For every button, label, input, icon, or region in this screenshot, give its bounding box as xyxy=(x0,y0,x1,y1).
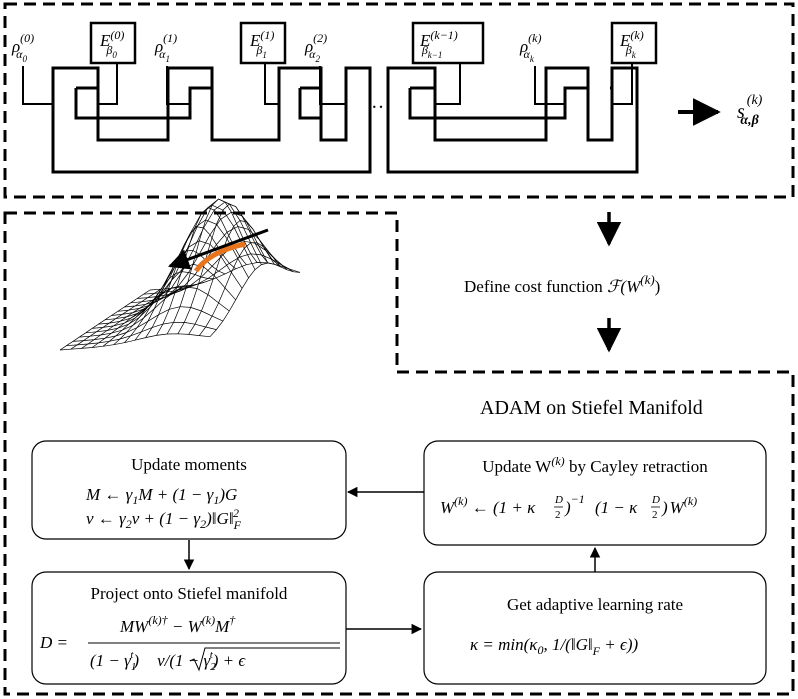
tensor-network-right xyxy=(386,62,639,174)
define-cost-label: Define cost function ℱ(W(k)) xyxy=(464,272,660,296)
tensor-network-frame xyxy=(3,2,795,199)
project-title: Project onto Stiefel manifold xyxy=(91,584,288,603)
project-numerator: MW(k)† − W(k)M† xyxy=(119,613,236,636)
e-box-0 xyxy=(89,21,137,65)
e-label-k-1: E(k−1)βk−1 xyxy=(419,28,458,60)
project-denominator: (1 − γ1t)v/(1 − γ2t) + ϵ xyxy=(90,649,246,673)
orange-path xyxy=(193,241,246,273)
surface-gridline xyxy=(166,198,258,335)
moment-eq-2: v ← γ2v + (1 − γ2)‖G‖F2 xyxy=(86,506,242,532)
rho-label-k: ρ(k)αk xyxy=(519,31,542,64)
ellipsis: … xyxy=(371,91,391,113)
adam-title: ADAM on Stiefel Manifold xyxy=(480,397,703,419)
cayley-title: Update W(k) by Cayley retraction xyxy=(482,454,708,476)
manifold-surface-icon xyxy=(59,198,301,351)
surface-gridline xyxy=(79,286,230,338)
e-label-1: E(1)β1 xyxy=(249,28,274,60)
cayley-close1: )−1 xyxy=(564,492,585,517)
surface-gridline xyxy=(199,242,290,336)
rho-label-0: ρ(0)α0 xyxy=(11,31,34,64)
update-moments-box xyxy=(31,440,347,540)
e-label-0: E(0)β0 xyxy=(99,28,124,60)
adam-section-frame xyxy=(3,211,795,696)
surface-gridline xyxy=(209,262,301,337)
surface-gridline xyxy=(137,240,288,299)
tensor-network-left xyxy=(22,62,372,174)
surface-gridline xyxy=(124,211,275,308)
adaptive-eq: κ = min(κ0, 1/(‖G‖F + ϵ)) xyxy=(470,635,638,658)
surface-gridline xyxy=(177,203,269,334)
update-moments-title: Update moments xyxy=(131,455,247,474)
cayley-eq: W(k) ← (1 + κ xyxy=(440,494,536,517)
surface-gridline xyxy=(72,306,224,342)
e-box-1 xyxy=(239,21,287,65)
cayley-box xyxy=(423,440,767,546)
e-box-k xyxy=(610,21,658,65)
sqrt-symbol xyxy=(189,647,340,672)
surface-gridline xyxy=(59,289,151,351)
surface-gridline xyxy=(156,207,247,336)
rho-label-2: ρ(2)α2 xyxy=(304,31,327,64)
e-label-k: E(k)βk xyxy=(619,28,644,60)
project-box xyxy=(31,571,347,685)
moment-eq-1: M ← γ1M + (1 − γ1)G xyxy=(85,485,237,507)
output-label: s(k)α,β xyxy=(737,93,763,128)
adaptive-title: Get adaptive learning rate xyxy=(507,595,683,614)
tangent-arrow-icon xyxy=(168,228,269,270)
cayley-frac1: D xyxy=(554,494,563,506)
e-box-k-1 xyxy=(411,21,485,65)
cayley-open2: (1 − κ xyxy=(595,498,638,517)
cayley-frac2: D xyxy=(651,494,660,506)
cayley-frac1-den: 2 xyxy=(555,509,561,521)
adaptive-box xyxy=(423,571,767,685)
rho-label-1: ρ(1)α1 xyxy=(154,31,177,64)
surface-gridline xyxy=(149,262,301,291)
project-lhs: D = xyxy=(39,633,68,652)
cayley-tail: )W(k) xyxy=(661,494,697,517)
surface-gridline xyxy=(143,253,294,295)
cayley-frac2-den: 2 xyxy=(652,509,658,521)
